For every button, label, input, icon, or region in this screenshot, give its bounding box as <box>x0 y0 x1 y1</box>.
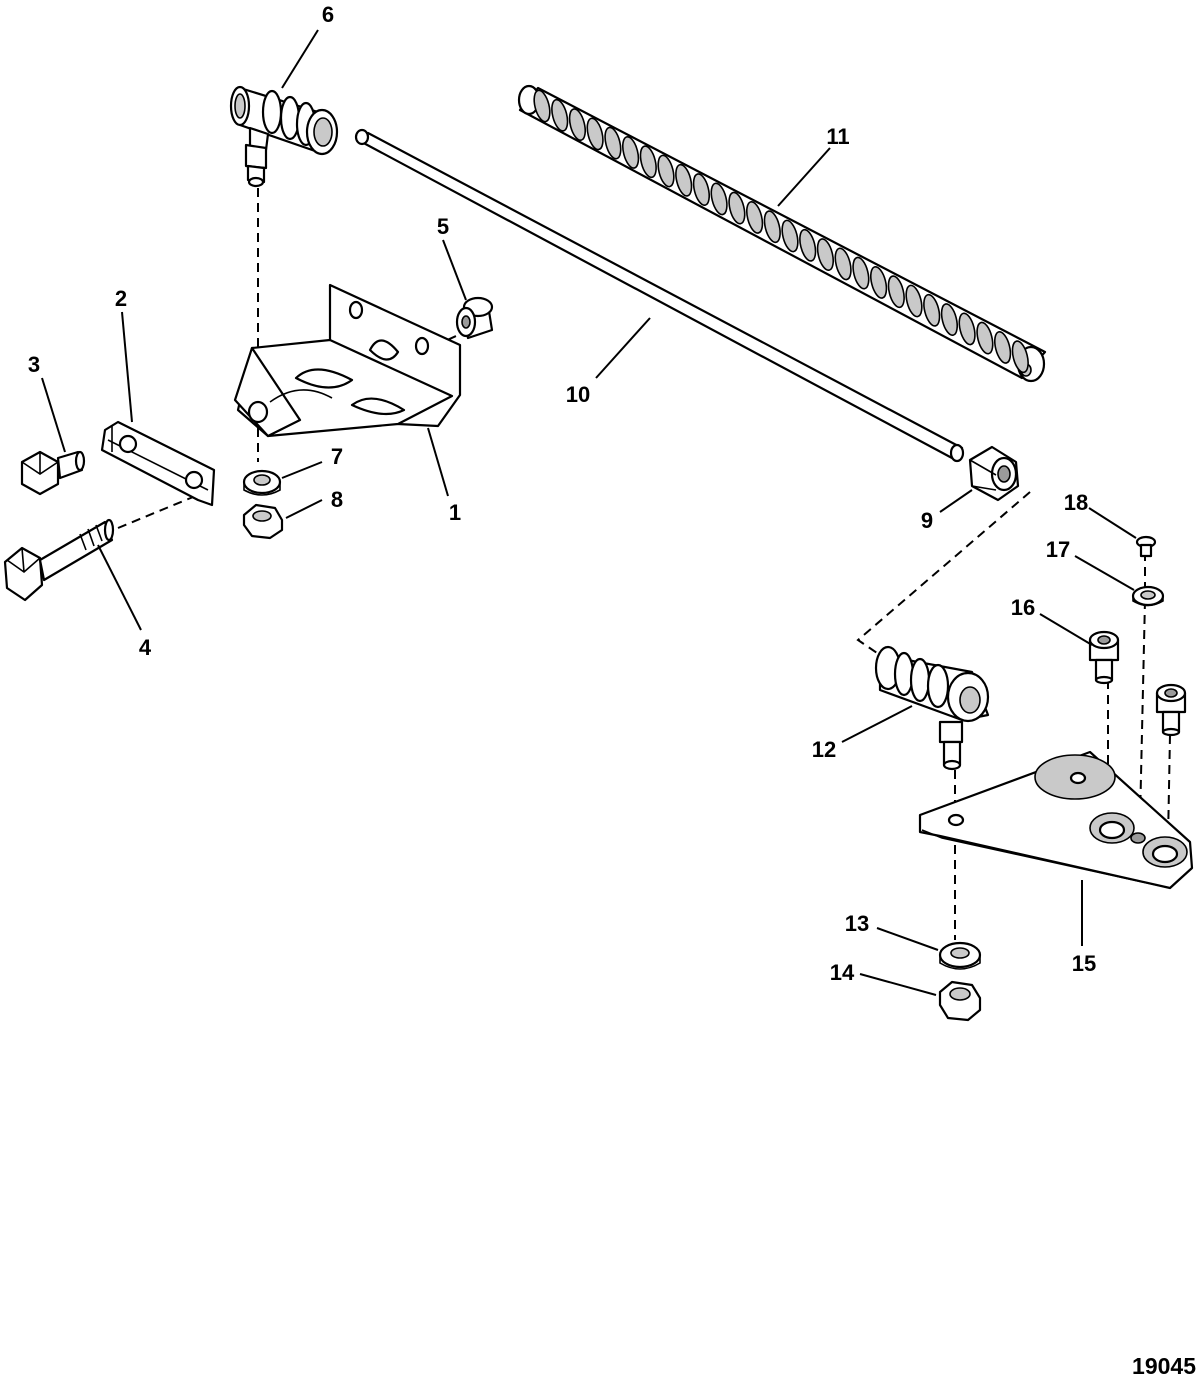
bracket-part <box>233 283 462 438</box>
callout-14: 14 <box>830 960 855 985</box>
nut-9-part <box>968 445 1020 502</box>
callout-10: 10 <box>566 382 590 407</box>
callout-9: 9 <box>921 508 933 533</box>
plate-part <box>100 420 216 507</box>
spiral-ridge <box>639 145 657 179</box>
callout-2: 2 <box>115 286 127 311</box>
spiral-ridge <box>834 247 852 281</box>
spiral-ridge <box>657 154 675 188</box>
ball-joint-top-part <box>229 85 339 188</box>
spiral-wrap-part <box>517 84 1047 383</box>
leader-lines <box>41 29 1137 996</box>
ball-joint-bottom-part <box>874 645 990 771</box>
spiral-ridge <box>745 200 764 234</box>
spiral-ridge <box>551 98 569 132</box>
spiral-ridge <box>781 219 799 253</box>
callout-4: 4 <box>139 635 152 660</box>
spiral-ridge <box>940 303 959 337</box>
washer-13-part <box>938 941 982 970</box>
screw-16-second-part <box>1155 683 1187 737</box>
callout-6: 6 <box>322 2 334 27</box>
callout-1: 1 <box>449 500 461 525</box>
triangular-plate-part <box>918 750 1194 890</box>
spiral-ridge <box>1011 340 1029 374</box>
callout-12: 12 <box>812 737 836 762</box>
callout-15: 15 <box>1072 951 1096 976</box>
callout-13: 13 <box>845 911 869 936</box>
callout-16: 16 <box>1011 595 1035 620</box>
callout-labels: 6 11 5 2 3 10 7 8 1 9 4 18 17 16 12 13 1… <box>28 2 1096 985</box>
spiral-ridge <box>852 256 870 290</box>
callout-8: 8 <box>331 487 343 512</box>
short-bolt-part <box>20 450 86 496</box>
callout-7: 7 <box>331 444 343 469</box>
spiral-ridge <box>728 191 746 225</box>
spiral-ridge <box>976 321 994 355</box>
spiral-ridge <box>675 163 693 197</box>
spiral-ridge <box>621 135 640 169</box>
washer-17-part <box>1131 585 1165 607</box>
nut-14-part <box>938 980 982 1022</box>
figure-number: 19045 <box>1132 1353 1196 1379</box>
washer-7-part <box>242 469 282 496</box>
spiral-ridge <box>710 182 728 216</box>
spiral-ridge <box>887 275 905 309</box>
callout-18: 18 <box>1064 490 1088 515</box>
long-bolt-part <box>3 518 115 602</box>
spiral-ridge <box>816 238 835 272</box>
callout-17: 17 <box>1046 537 1070 562</box>
spiral-ridge <box>533 89 551 123</box>
spiral-ridge <box>692 173 711 207</box>
callout-3: 3 <box>28 352 40 377</box>
nut-8-part <box>242 503 284 540</box>
screw-18-part <box>1135 535 1157 558</box>
screw-16-part <box>1088 630 1120 685</box>
spiral-ridge <box>993 330 1012 364</box>
spiral-ridge <box>763 210 781 244</box>
spiral-ridge <box>568 108 587 142</box>
callout-5: 5 <box>437 214 449 239</box>
spiral-ridge <box>958 312 976 346</box>
callout-11: 11 <box>826 124 849 149</box>
spacer-part <box>455 296 494 340</box>
spiral-ridge <box>905 284 923 318</box>
rod-part <box>354 128 965 463</box>
spiral-ridge <box>604 126 622 160</box>
spiral-ridge <box>869 265 888 299</box>
spiral-ridge <box>799 228 817 262</box>
spiral-ridge <box>923 293 941 327</box>
spiral-ridge <box>586 117 604 151</box>
